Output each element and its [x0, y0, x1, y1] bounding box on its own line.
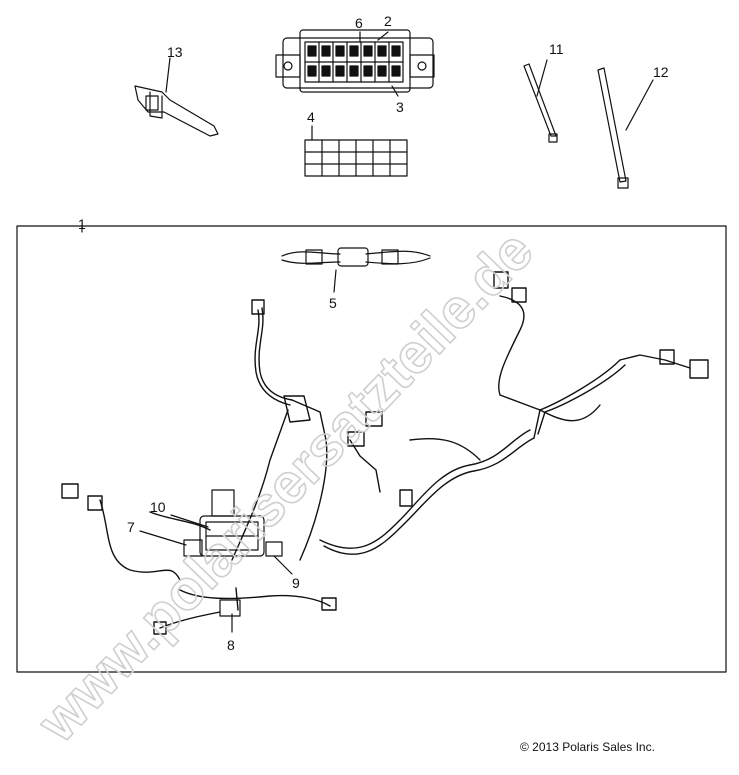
cable-tie-11-drawing: [523, 59, 558, 143]
fuse-label-drawing: [304, 125, 408, 177]
callout-10: 10: [150, 499, 166, 515]
callout-2: 2: [384, 13, 392, 29]
callout-12: 12: [653, 64, 669, 80]
cable-tie-12-drawing: [597, 67, 654, 189]
harness-frame: [16, 225, 727, 673]
inline-connector-drawing: [281, 247, 431, 293]
callout-6: 6: [355, 15, 363, 31]
callout-9-leader: [273, 555, 293, 575]
callout-7: 7: [127, 519, 135, 535]
fuse-box-drawing: [275, 29, 435, 97]
copyright-notice: © 2013 Polaris Sales Inc.: [520, 740, 655, 754]
callout-10-leader: [170, 514, 209, 528]
callout-4: 4: [307, 109, 315, 125]
clamp-drawing: [134, 57, 219, 137]
wiring-harness-drawing: [61, 271, 709, 635]
callout-13: 13: [167, 44, 183, 60]
callout-8: 8: [227, 637, 235, 653]
ecu-block-drawing: [183, 489, 283, 617]
callout-7-leader: [139, 530, 187, 546]
callout-11: 11: [549, 41, 564, 57]
callout-1: 1: [78, 216, 86, 232]
callout-3: 3: [396, 99, 404, 115]
callout-5: 5: [329, 295, 337, 311]
callout-9: 9: [292, 575, 300, 591]
